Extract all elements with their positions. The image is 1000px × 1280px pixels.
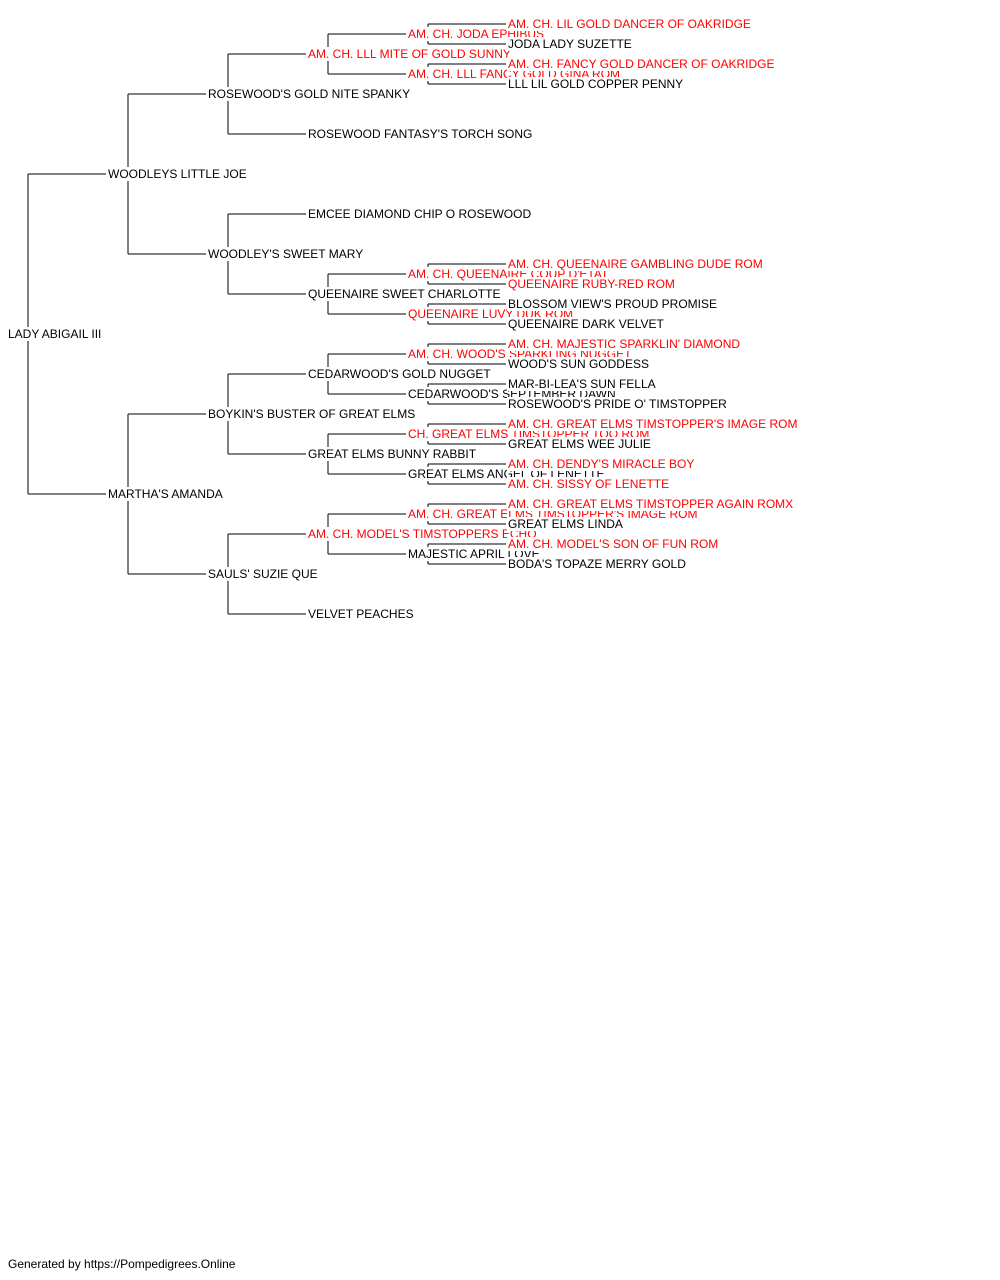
pedigree-node-joda-lady-suzette: JODA LADY SUZETTE: [507, 37, 633, 51]
pedigree-node-am-ch-queenaire-gambling-dude-rom: AM. CH. QUEENAIRE GAMBLING DUDE ROM: [507, 257, 764, 271]
pedigree-node-boda-s-topaze-merry-gold: BODA'S TOPAZE MERRY GOLD: [507, 557, 687, 571]
pedigree-node-lll-lil-gold-copper-penny: LLL LIL GOLD COPPER PENNY: [507, 77, 685, 91]
pedigree-node-am-ch-great-elms-timstopper-s-image-rom: AM. CH. GREAT ELMS TIMSTOPPER'S IMAGE RO…: [507, 417, 799, 431]
pedigree-node-wood-s-sun-goddess: WOOD'S SUN GODDESS: [507, 357, 650, 371]
pedigree-node-queenaire-ruby-red-rom: QUEENAIRE RUBY-RED ROM: [507, 277, 676, 291]
pedigree-node-great-elms-linda: GREAT ELMS LINDA: [507, 517, 624, 531]
pedigree-node-am-ch-sissy-of-lenette: AM. CH. SISSY OF LENETTE: [507, 477, 671, 491]
pedigree-node-boykin-s-buster-of-great-elms: BOYKIN'S BUSTER OF GREAT ELMS: [207, 407, 417, 421]
pedigree-node-am-ch-model-s-son-of-fun-rom: AM. CH. MODEL'S SON OF FUN ROM: [507, 537, 720, 551]
pedigree-node-am-ch-lll-mite-of-gold-sunny: AM. CH. LLL MITE OF GOLD SUNNY: [307, 47, 512, 61]
pedigree-node-rosewood-s-gold-nite-spanky: ROSEWOOD'S GOLD NITE SPANKY: [207, 87, 412, 101]
pedigree-node-mar-bi-lea-s-sun-fella: MAR-BI-LEA'S SUN FELLA: [507, 377, 657, 391]
pedigree-node-am-ch-model-s-timstoppers-echo: AM. CH. MODEL'S TIMSTOPPERS ECHO: [307, 527, 538, 541]
pedigree-node-queenaire-sweet-charlotte: QUEENAIRE SWEET CHARLOTTE: [307, 287, 502, 301]
pedigree-node-lady-abigail-iii: LADY ABIGAIL III: [7, 327, 103, 341]
pedigree-node-am-ch-lil-gold-dancer-of-oakridge: AM. CH. LIL GOLD DANCER OF OAKRIDGE: [507, 17, 752, 31]
pedigree-node-am-ch-majestic-sparklin-diamond: AM. CH. MAJESTIC SPARKLIN' DIAMOND: [507, 337, 742, 351]
pedigree-node-rosewood-s-pride-o-timstopper: ROSEWOOD'S PRIDE O' TIMSTOPPER: [507, 397, 728, 411]
pedigree-node-rosewood-fantasy-s-torch-song: ROSEWOOD FANTASY'S TORCH SONG: [307, 127, 534, 141]
pedigree-node-great-elms-wee-julie: GREAT ELMS WEE JULIE: [507, 437, 652, 451]
pedigree-node-blossom-view-s-proud-promise: BLOSSOM VIEW'S PROUD PROMISE: [507, 297, 718, 311]
pedigree-node-am-ch-fancy-gold-dancer-of-oakridge: AM. CH. FANCY GOLD DANCER OF OAKRIDGE: [507, 57, 776, 71]
footer-credit: Generated by https://Pompedigrees.Online: [8, 1257, 236, 1271]
pedigree-node-queenaire-dark-velvet: QUEENAIRE DARK VELVET: [507, 317, 665, 331]
pedigree-node-sauls-suzie-que: SAULS' SUZIE QUE: [207, 567, 319, 581]
pedigree-node-am-ch-great-elms-timstopper-again-romx: AM. CH. GREAT ELMS TIMSTOPPER AGAIN ROMX: [507, 497, 795, 511]
pedigree-node-am-ch-dendy-s-miracle-boy: AM. CH. DENDY'S MIRACLE BOY: [507, 457, 696, 471]
pedigree-node-cedarwood-s-gold-nugget: CEDARWOOD'S GOLD NUGGET: [307, 367, 492, 381]
pedigree-node-emcee-diamond-chip-o-rosewood: EMCEE DIAMOND CHIP O ROSEWOOD: [307, 207, 533, 221]
pedigree-node-martha-s-amanda: MARTHA'S AMANDA: [107, 487, 224, 501]
pedigree-node-great-elms-bunny-rabbit: GREAT ELMS BUNNY RABBIT: [307, 447, 478, 461]
pedigree-node-woodleys-little-joe: WOODLEYS LITTLE JOE: [107, 167, 248, 181]
pedigree-node-velvet-peaches: VELVET PEACHES: [307, 607, 415, 621]
pedigree-node-woodley-s-sweet-mary: WOODLEY'S SWEET MARY: [207, 247, 365, 261]
